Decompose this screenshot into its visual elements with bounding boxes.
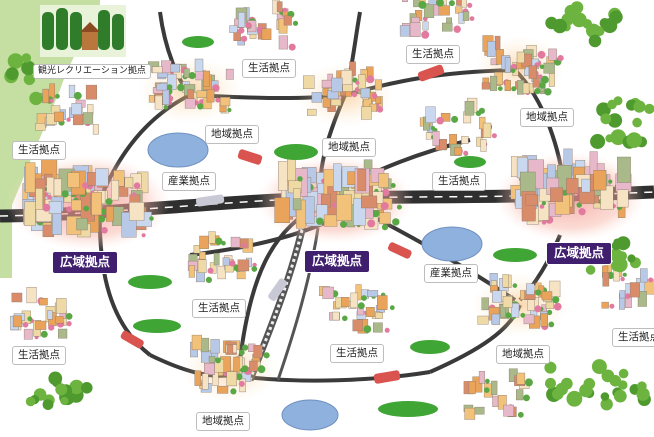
regional-hub-label-ne: 地域拠点	[520, 108, 574, 127]
trains	[120, 64, 445, 384]
building-clusters	[10, 0, 654, 420]
life-hub-label-top-right: 生活拠点	[406, 45, 460, 64]
life-hub-label-left: 生活拠点	[12, 141, 66, 160]
life-hub-label-mid-right: 生活拠点	[432, 172, 486, 191]
life-hub-label-top: 生活拠点	[242, 59, 296, 78]
tourism-hub-label: 観光レクリエーション拠点	[33, 64, 151, 79]
broad-hub-label-west: 広域拠点	[52, 251, 119, 274]
regional-hub-label-north: 地域拠点	[322, 138, 376, 157]
broad-hub-label-center: 広域拠点	[304, 250, 371, 273]
life-hub-label-center: 生活拠点	[192, 299, 246, 318]
tourism-forest-icon	[40, 5, 126, 57]
regional-hub-label-nw: 地域拠点	[205, 125, 259, 144]
forest-areas	[4, 1, 654, 411]
grass-patches	[128, 36, 537, 417]
regional-hub-label-se: 地域拠点	[496, 345, 550, 364]
industry-areas	[147, 132, 483, 431]
broad-hub-label-east: 広域拠点	[546, 242, 613, 265]
industry-hub-label-west: 産業拠点	[162, 172, 216, 191]
life-hub-label-bottom: 生活拠点	[330, 344, 384, 363]
industry-hub-label-east: 産業拠点	[424, 264, 478, 283]
regional-hub-label-south: 地域拠点	[196, 412, 250, 431]
life-hub-label-bottom-left: 生活拠点	[12, 346, 66, 365]
life-hub-label-bottom-right: 生活拠点	[612, 328, 654, 347]
